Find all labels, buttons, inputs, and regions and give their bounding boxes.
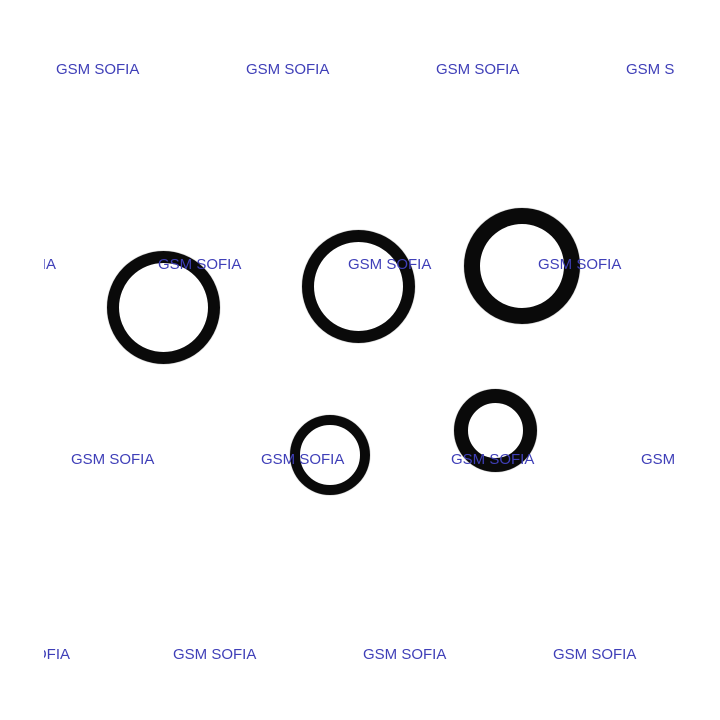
o-ring-large-middle [302,230,415,343]
o-ring-large-left [107,251,220,364]
o-ring-largest-right [464,208,580,324]
o-ring-small-right [454,389,537,472]
o-ring-small-left [290,415,370,495]
